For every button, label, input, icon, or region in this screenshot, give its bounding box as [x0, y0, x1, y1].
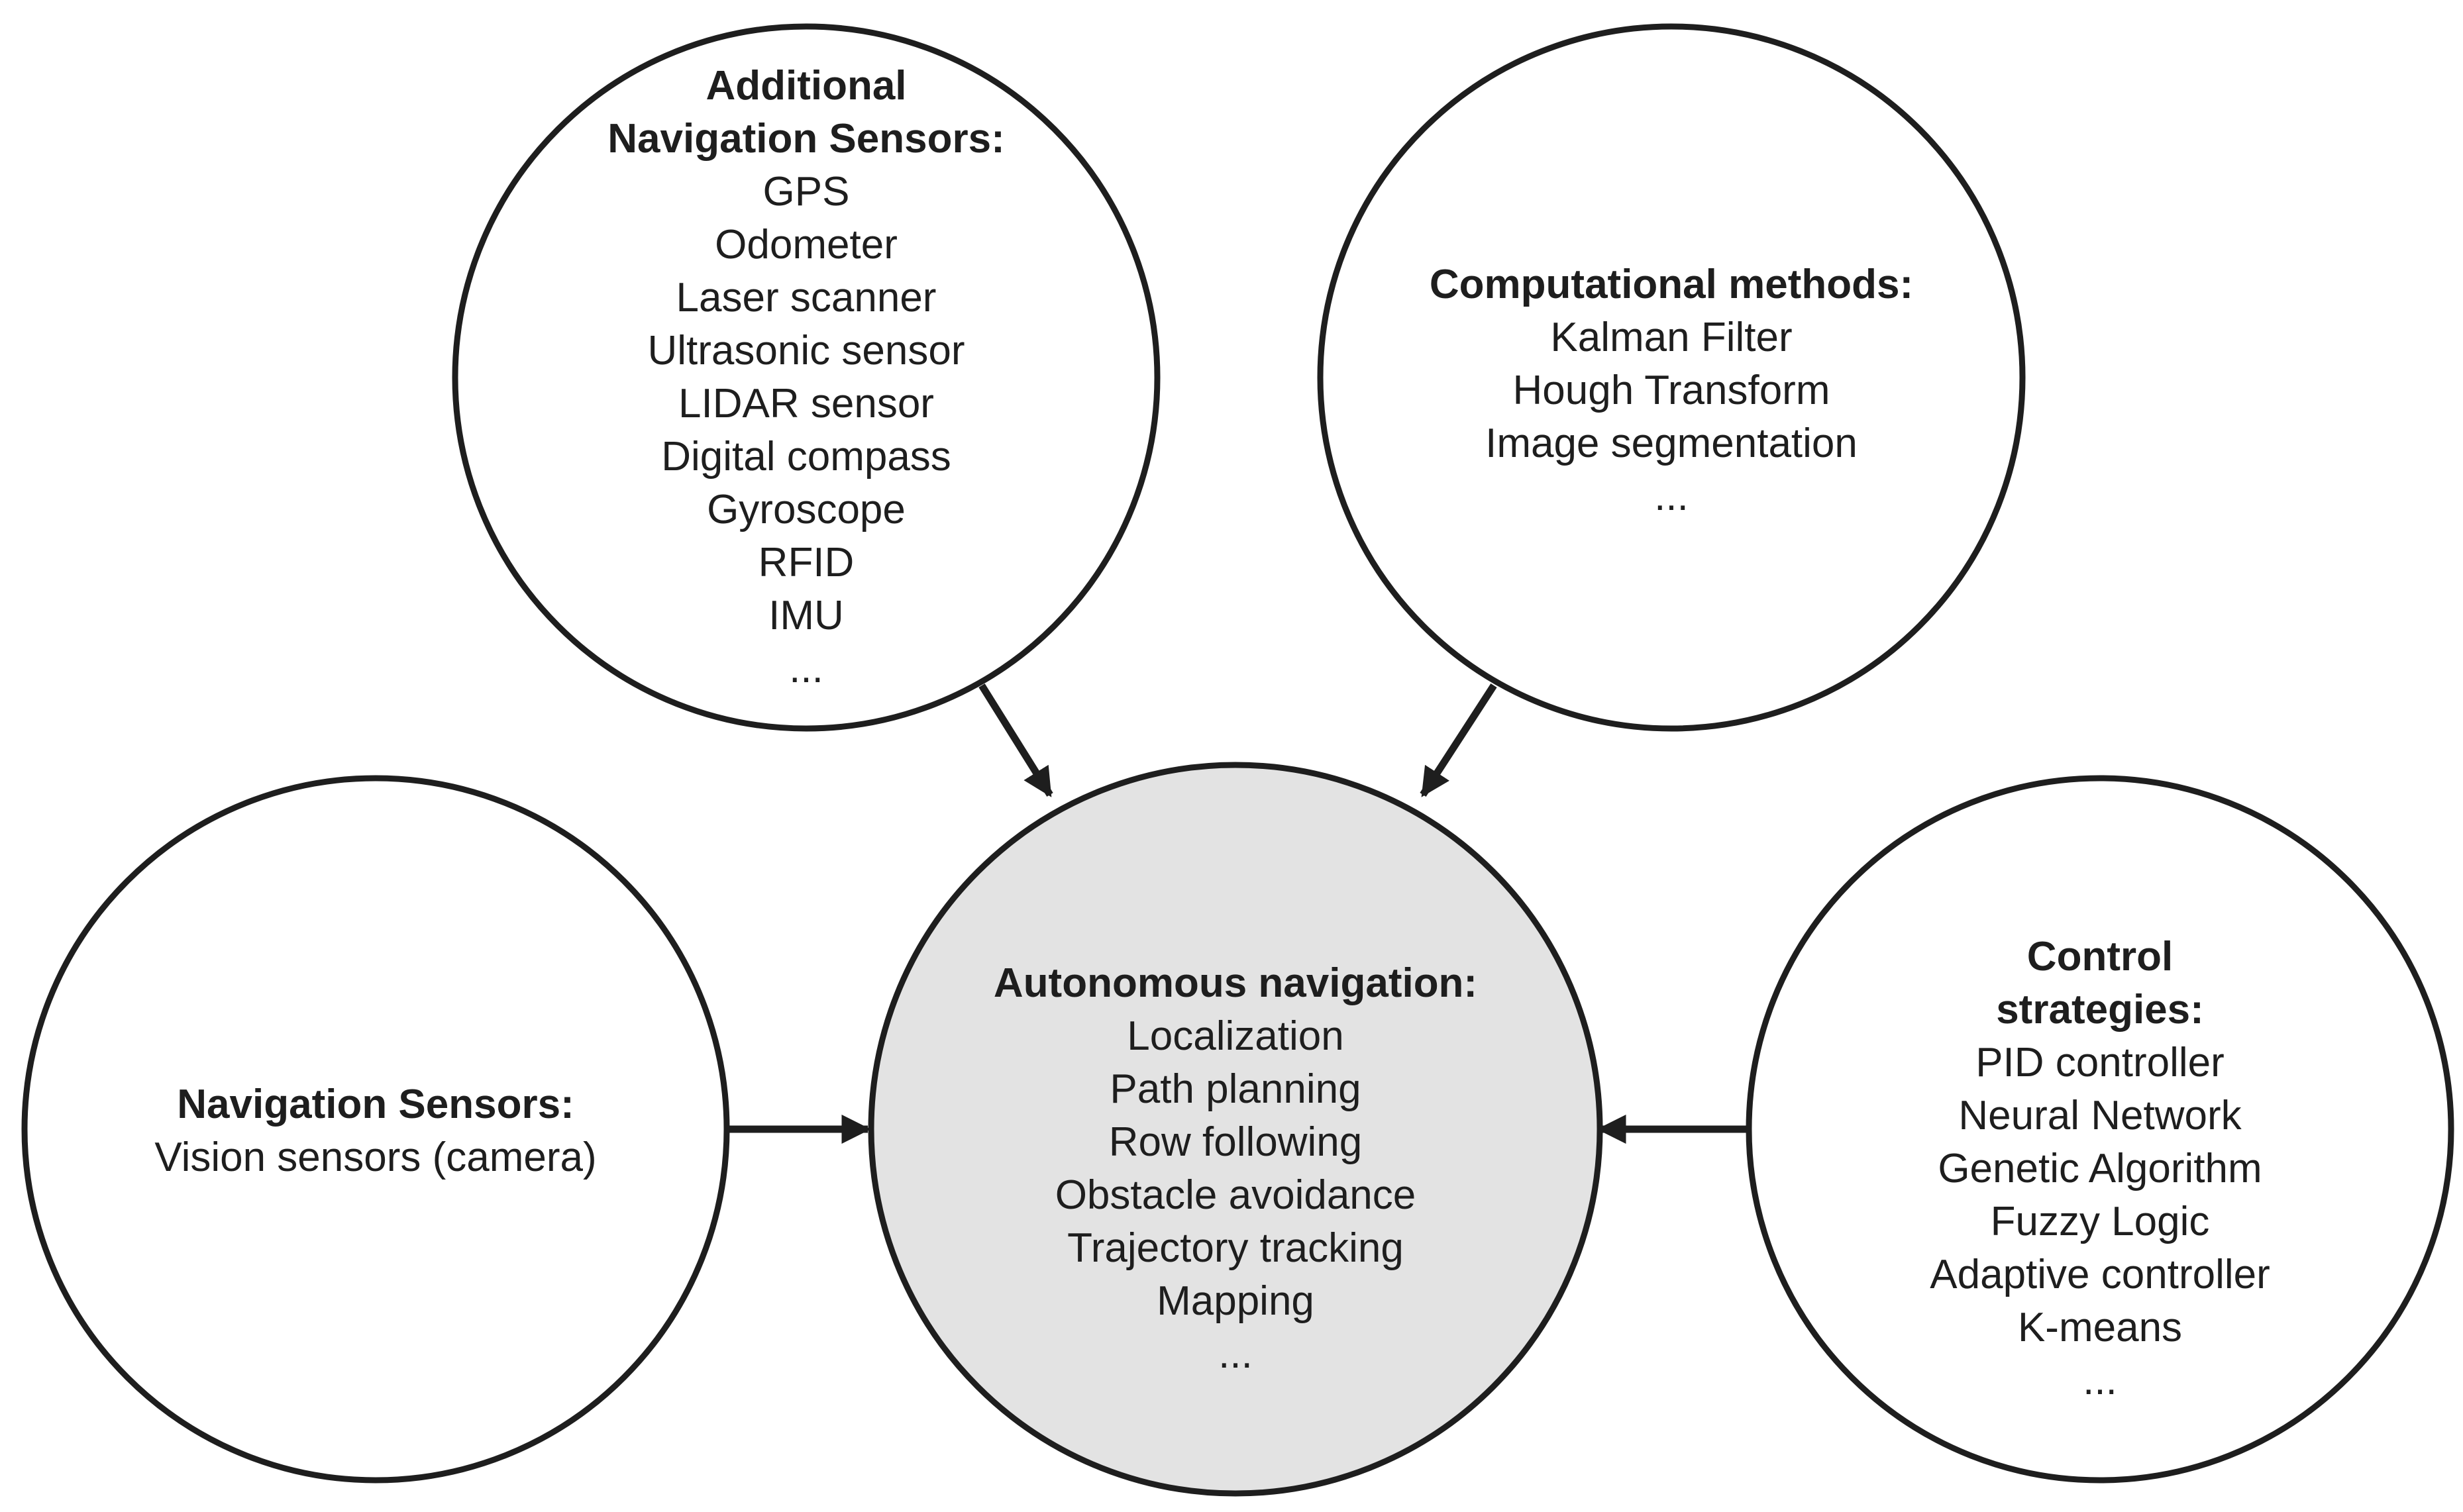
node-control-strategies: Control strategies: PID controller Neura… [1918, 931, 2281, 1407]
node-item: Hough Transform [1512, 368, 1830, 413]
node-title: Additional Navigation Sensors: [607, 63, 1005, 162]
node-item: PID controller [1975, 1040, 2225, 1085]
node-item: RFID [758, 540, 855, 585]
node-item: Kalman Filter [1550, 315, 1793, 360]
node-item: Digital compass [661, 434, 951, 479]
node-additional-sensors: Additional Navigation Sensors: GPS Odome… [607, 60, 1004, 695]
node-item: Laser scanner [676, 275, 937, 321]
node-item: Path planning [1110, 1066, 1361, 1112]
node-item: Odometer [715, 222, 898, 268]
node-title: Computational methods: [1429, 262, 1914, 307]
node-item: Neural Network [1958, 1093, 2242, 1138]
node-item: LIDAR sensor [678, 381, 934, 427]
node-item: K-means [2017, 1305, 2183, 1350]
node-item: IMU [768, 593, 844, 638]
node-item: Ultrasonic sensor [647, 328, 965, 374]
node-item: ... [789, 646, 823, 691]
node-item: Row following [1108, 1119, 1363, 1165]
node-item: Mapping [1157, 1278, 1314, 1324]
node-item: Adaptive controller [1930, 1252, 2270, 1297]
node-item: Image segmentation [1485, 421, 1858, 466]
node-item: Vision sensors (camera) [154, 1134, 597, 1180]
node-item: ... [2083, 1358, 2117, 1403]
node-title: Control strategies: [1996, 934, 2204, 1033]
node-item: Fuzzy Logic [1990, 1199, 2210, 1244]
node-item: Trajectory tracking [1067, 1225, 1404, 1271]
node-item: ... [1654, 474, 1689, 519]
node-item: Genetic Algorithm [1938, 1146, 2262, 1191]
node-title: Autonomous navigation: [993, 960, 1478, 1006]
arrow-computational-methods-to-autonomous-navigation [1420, 683, 1497, 797]
arrow-additional-sensors-to-autonomous-navigation [978, 683, 1053, 797]
node-item: Gyroscope [707, 487, 906, 532]
node-item: GPS [762, 169, 850, 215]
node-navigation-sensors: Navigation Sensors: Vision sensors (came… [154, 1078, 596, 1184]
node-circle-computational-methods [1317, 23, 2026, 732]
node-item: Localization [1127, 1013, 1344, 1059]
node-title: Navigation Sensors: [177, 1082, 574, 1127]
node-circle-control-strategies [1746, 775, 2454, 1484]
node-computational-methods: Computational methods: Kalman Filter Hou… [1430, 258, 1913, 523]
node-item: ... [1218, 1331, 1253, 1377]
node-autonomous-navigation: Autonomous navigation: Localization Path… [994, 957, 1477, 1381]
node-circle-autonomous-navigation [868, 762, 1603, 1497]
node-circle-navigation-sensors [21, 775, 730, 1484]
node-circle-additional-sensors [452, 23, 1161, 732]
node-item: Obstacle avoidance [1055, 1172, 1416, 1218]
